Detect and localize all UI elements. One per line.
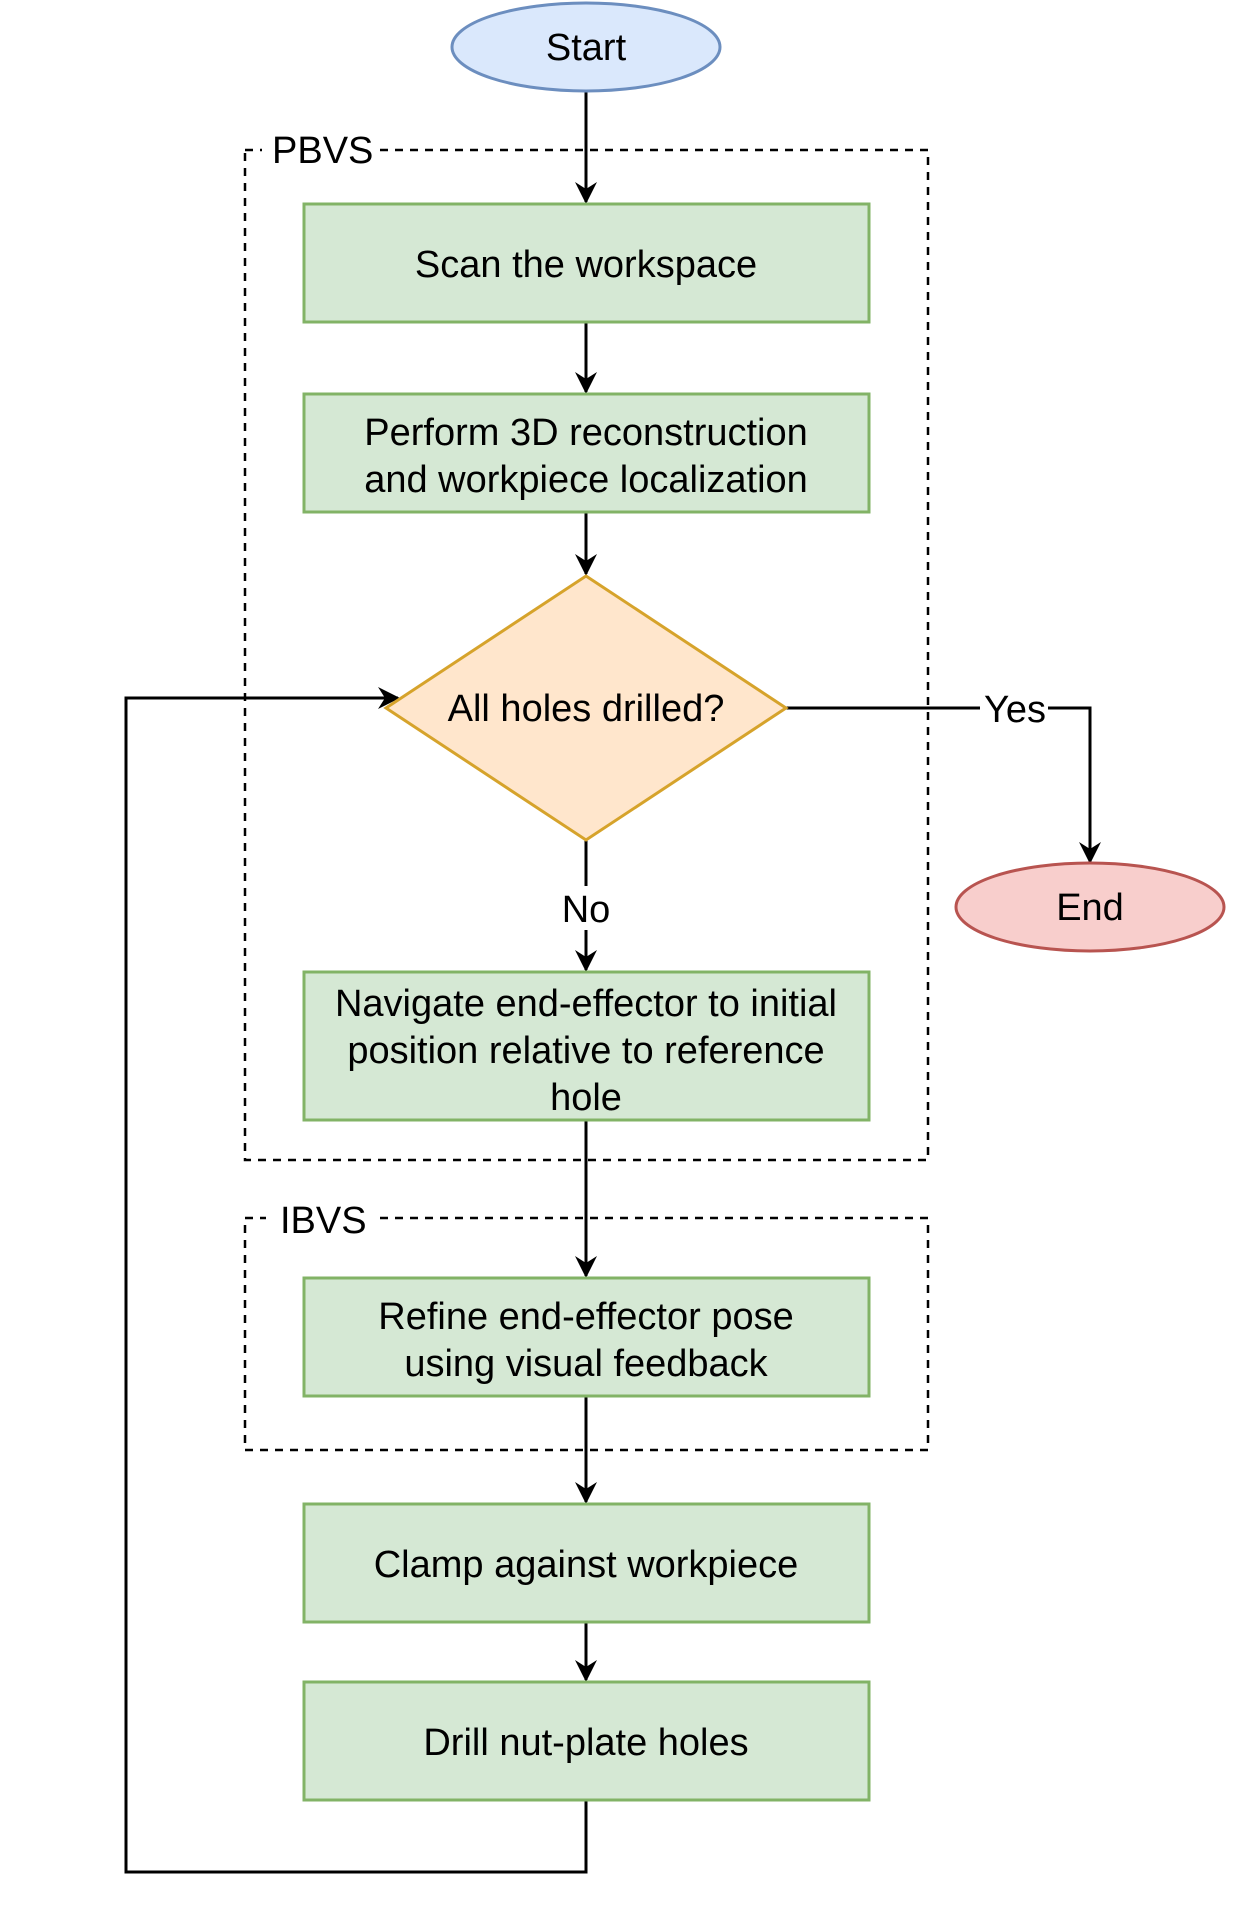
process-scan-box [302,202,871,324]
process-navigate-box [302,970,871,1122]
end-ellipse [954,861,1226,953]
process-navigate-line-2: position relative to reference [347,1030,824,1072]
process-drill-label: Drill nut-plate holes [423,1722,748,1764]
process-refine-line-1: Refine end-effector pose [378,1296,793,1338]
process-reconstruct-line-1: Perform 3D reconstruction [364,412,808,454]
edge-label-yes: Yes [980,686,1048,731]
process-drill-box [302,1680,871,1802]
edge-label-no-text: No [562,889,611,931]
process-refine-box [302,1276,871,1398]
start-label: Start [546,27,627,69]
process-clamp-box [302,1502,871,1624]
process-scan-workspace: Scan the workspace [302,202,871,324]
edge-decision-yes-to-end [786,706,1101,864]
decision-diamond [383,574,789,842]
process-navigate-line-3: hole [550,1077,622,1119]
process-navigate-line-1: Navigate end-effector to initial [335,983,837,1025]
process-refine-pose: Refine end-effector pose using visual fe… [302,1276,871,1398]
group-pbvs: PBVS [243,125,930,1162]
group-pbvs-border [243,148,930,1162]
start-ellipse [450,1,722,93]
end-node: End [954,861,1226,953]
edge-label-yes-text: Yes [984,689,1046,731]
start-node: Start [450,1,722,93]
process-scan-label: Scan the workspace [415,244,757,286]
process-refine-line-2: using visual feedback [404,1343,768,1385]
decision-all-holes-drilled: All holes drilled? [383,574,789,842]
process-navigate-end-effector: Navigate end-effector to initial positio… [302,970,871,1122]
decision-label: All holes drilled? [448,688,725,730]
process-reconstruct-line-2: and workpiece localization [364,459,808,501]
process-clamp-workpiece: Clamp against workpiece [302,1502,871,1624]
process-clamp-label: Clamp against workpiece [374,1544,799,1586]
process-drill-holes: Drill nut-plate holes [302,1680,871,1802]
group-ibvs-border [243,1216,930,1452]
group-ibvs-label: IBVS [280,1200,367,1242]
group-ibvs: IBVS [243,1196,930,1452]
edges [124,90,1101,1874]
process-reconstruct-box [302,392,871,514]
end-label: End [1056,887,1124,929]
group-pbvs-label: PBVS [272,130,373,172]
process-3d-reconstruction: Perform 3D reconstruction and workpiece … [302,392,871,514]
edge-label-no: No [552,886,620,931]
edge-drill-loop-to-decision [124,687,588,1874]
